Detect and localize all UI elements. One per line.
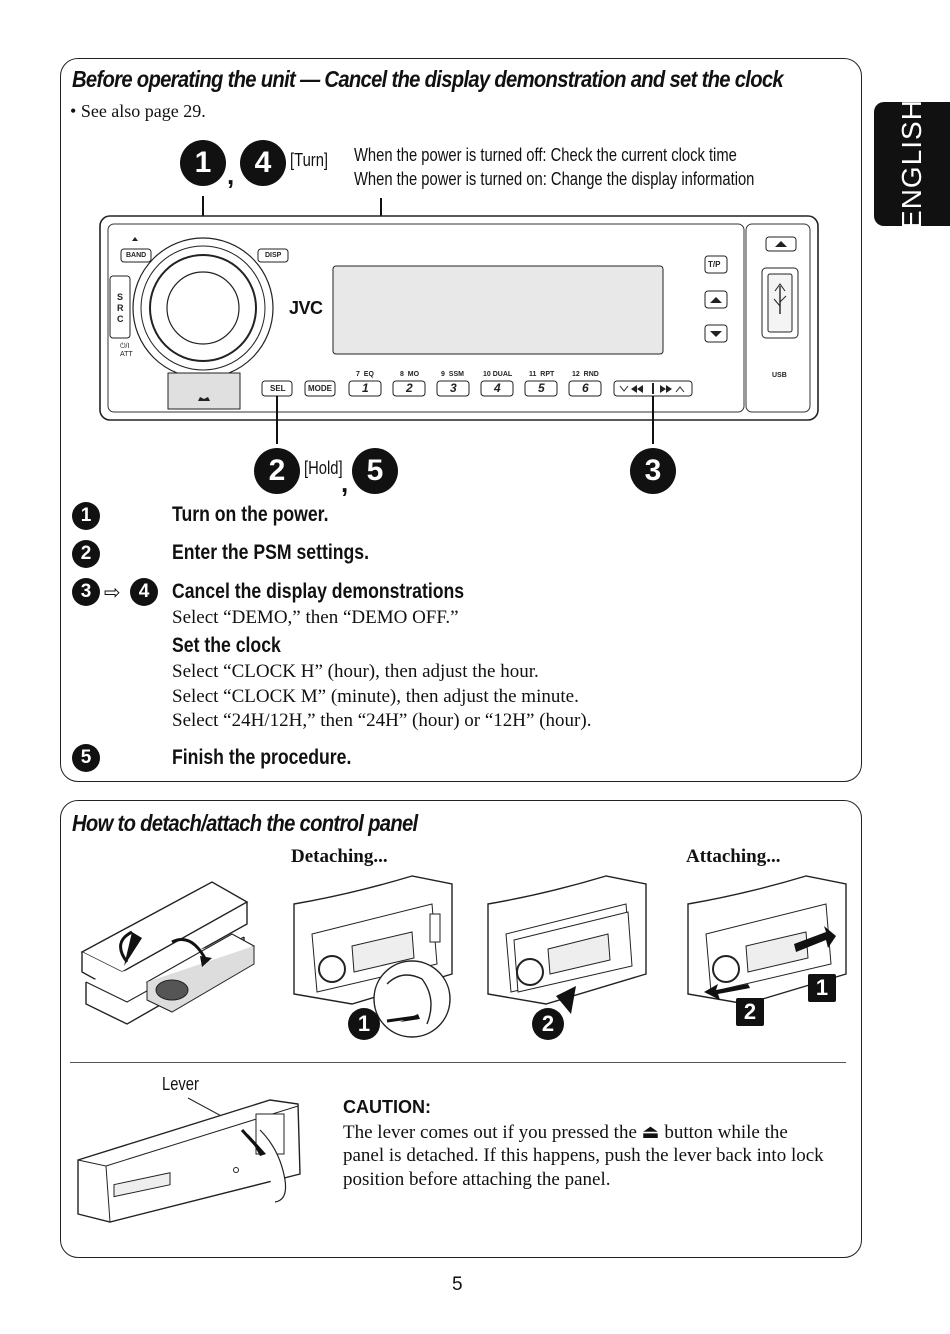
step-1-title: Turn on the power.	[172, 503, 329, 526]
callout-bottom-separator: ,	[341, 468, 349, 498]
preset-1-num: 1	[362, 381, 369, 395]
info-line-off: When the power is turned off: Check the …	[354, 145, 737, 165]
preset-3-num: 3	[450, 381, 457, 395]
mode-button-label: MODE	[308, 384, 332, 393]
step-2-title: Enter the PSM settings.	[172, 541, 370, 564]
caution-title: CAUTION:	[343, 1097, 431, 1117]
attach-illustration	[687, 875, 847, 1005]
detach-step-1-illustration	[293, 875, 453, 1038]
detach-mark-2: 2	[532, 1008, 564, 1040]
preset-4-top: 10 DUAL	[483, 371, 513, 378]
detaching-label: Detaching...	[291, 846, 388, 867]
att-label-text: ATT	[120, 351, 133, 358]
page-number: 5	[452, 1274, 463, 1295]
lever-label: Lever	[162, 1074, 199, 1094]
src-button-label: S R C	[117, 292, 124, 324]
step-5-title: Finish the procedure.	[172, 746, 352, 769]
sel-button-label: SEL	[270, 384, 286, 393]
callout-1: 1	[180, 140, 226, 186]
preset-2-top: 8 MO	[400, 371, 420, 378]
step-arrow-icon: ⇨	[104, 580, 121, 604]
detach-step-2-illustration	[487, 875, 647, 1014]
language-tab-label: ENGLISH	[896, 99, 927, 229]
section2-divider	[70, 1062, 846, 1063]
brand-logo: JVC	[289, 298, 323, 318]
preset-5-num: 5	[538, 381, 545, 395]
usb-label: USB	[772, 372, 787, 379]
callout-5: 5	[352, 448, 398, 494]
info-line-on: When the power is turned on: Change the …	[354, 169, 755, 189]
see-also-note: • See also page 29.	[70, 101, 206, 121]
step-3-line: Select “DEMO,” then “DEMO OFF.”	[172, 607, 459, 628]
preset-4-num: 4	[494, 381, 501, 395]
callout-4: 4	[240, 140, 286, 186]
preset-6-num: 6	[582, 381, 589, 395]
carrying-case-illustration	[80, 881, 256, 1025]
preset-2-num: 2	[406, 381, 413, 395]
caution-line-2: panel is detached. If this happens, push…	[343, 1145, 824, 1166]
step-3-number: 3	[72, 578, 100, 606]
see-also-text: See also page 29.	[80, 101, 206, 121]
callout-3: 3	[630, 448, 676, 494]
step-3-title: Cancel the display demonstrations	[172, 580, 465, 603]
turn-tag: [Turn]	[290, 150, 329, 170]
preset-1-top: 7 EQ	[356, 371, 374, 378]
step-4-number: 4	[130, 578, 158, 606]
step-3-subtitle: Set the clock	[172, 634, 281, 657]
step-5-number: 5	[72, 744, 100, 772]
lever-illustration	[77, 1097, 301, 1223]
attaching-label: Attaching...	[686, 846, 781, 867]
preset-5-top: 11 RPT	[529, 371, 555, 378]
detach-mark-1: 1	[348, 1008, 380, 1040]
callout-2: 2	[254, 448, 300, 494]
tp-button-label: T/P	[708, 260, 721, 269]
attach-mark-1: 1	[808, 974, 836, 1002]
head-unit-diagram	[99, 196, 819, 444]
preset-6-top: 12 RND	[572, 371, 599, 378]
caution-line-1: The lever comes out if you pressed the ⏏…	[343, 1122, 788, 1143]
disp-button-label: DISP	[265, 252, 282, 259]
section1-title: Before operating the unit — Cancel the d…	[72, 66, 784, 92]
clock-line-3: Select “24H/12H,” then “24H” (hour) or “…	[172, 710, 592, 731]
band-button-label: BAND	[126, 252, 147, 259]
step-2-number: 2	[72, 540, 100, 568]
clock-line-2: Select “CLOCK M” (minute), then adjust t…	[172, 686, 579, 707]
attach-mark-2: 2	[736, 998, 764, 1026]
hold-tag: [Hold]	[304, 458, 343, 478]
language-tab: ENGLISH	[874, 99, 950, 229]
caution-line-3: position before attaching the panel.	[343, 1169, 611, 1190]
step-1-number: 1	[72, 502, 100, 530]
preset-3-top: 9 SSM	[441, 371, 464, 378]
section2-title: How to detach/attach the control panel	[72, 810, 418, 836]
callout-separator: ,	[227, 160, 235, 190]
clock-line-1: Select “CLOCK H” (hour), then adjust the…	[172, 661, 539, 682]
